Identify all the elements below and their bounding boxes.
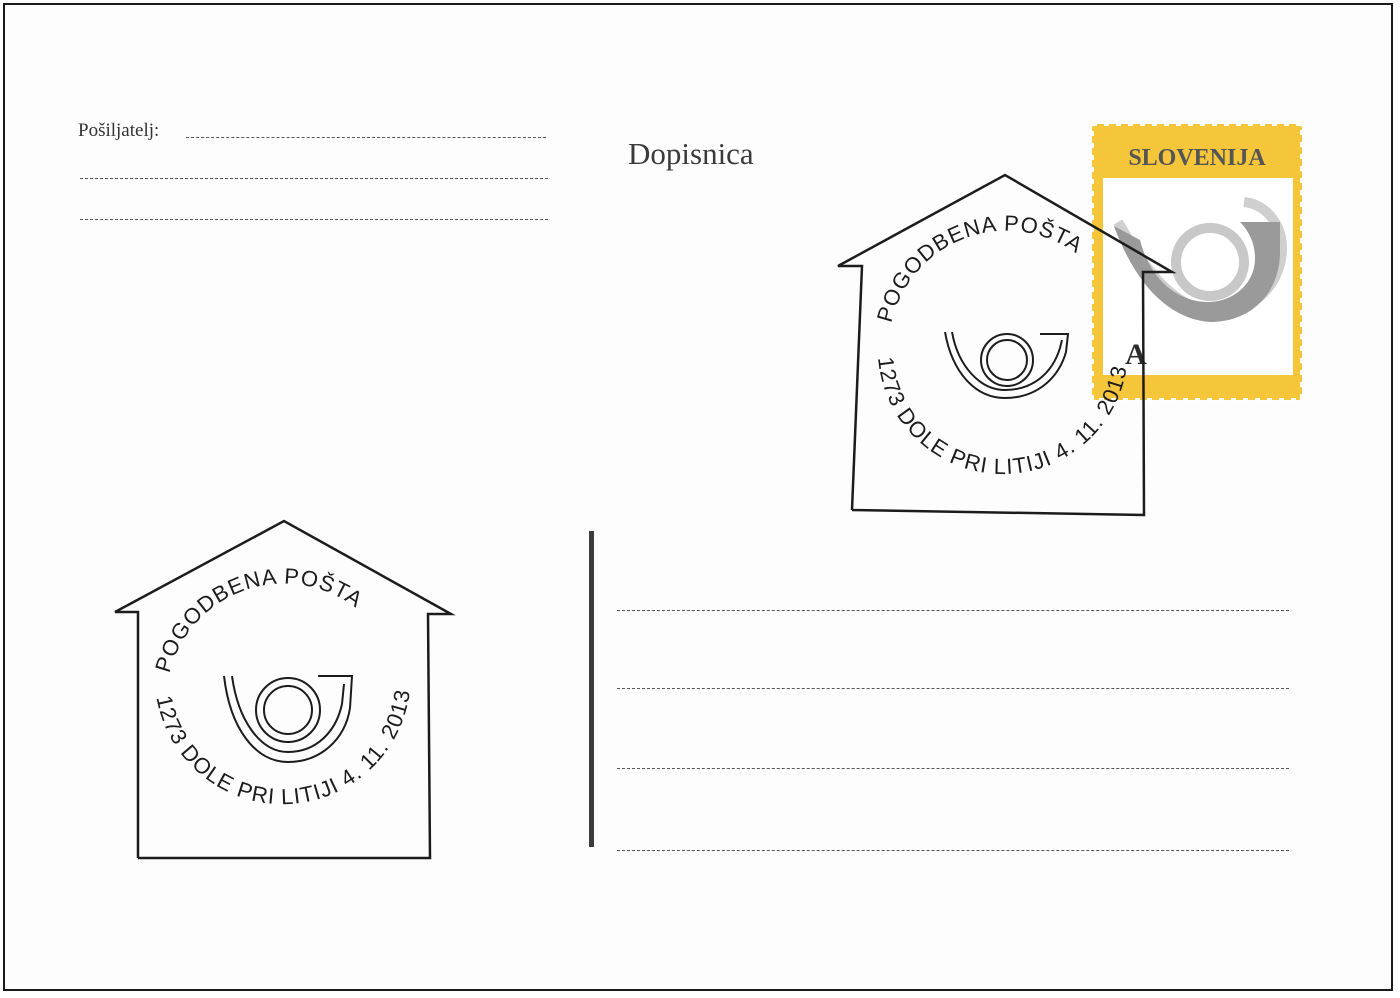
- stamp-value-mark: A: [1125, 338, 1147, 371]
- svg-text:1273 DOLE PRI LITIJI 4. 11. 20: 1273 DOLE PRI LITIJI 4. 11. 2013: [151, 687, 415, 809]
- sender-line-2: [80, 178, 548, 179]
- postmark-house-outline: [837, 173, 1177, 517]
- address-line-4: [617, 850, 1289, 851]
- address-line-3: [617, 768, 1289, 769]
- stamp-country: SLOVENIJA: [1128, 145, 1266, 171]
- card-title: Dopisnica: [628, 136, 754, 171]
- address-line-1: [617, 610, 1289, 611]
- postmark-bottom-text: 1273 DOLE PRI LITIJI 4. 11. 2013: [151, 687, 414, 809]
- posthorn-icon: [223, 675, 354, 764]
- postmark-house-outline: [114, 519, 456, 860]
- address-line-2: [617, 688, 1289, 689]
- svg-text:POGODBENA POŠTA: POGODBENA POŠTA: [150, 563, 368, 675]
- address-divider: [589, 531, 594, 847]
- sender-label: Pošiljatelj:: [78, 120, 160, 141]
- posthorn-icon: [1113, 197, 1288, 322]
- postmark-top-text: POGODBENA POŠTA: [150, 563, 367, 675]
- sender-line-3: [80, 219, 548, 220]
- posthorn-icon: [944, 331, 1070, 400]
- sender-line-1: [186, 137, 546, 138]
